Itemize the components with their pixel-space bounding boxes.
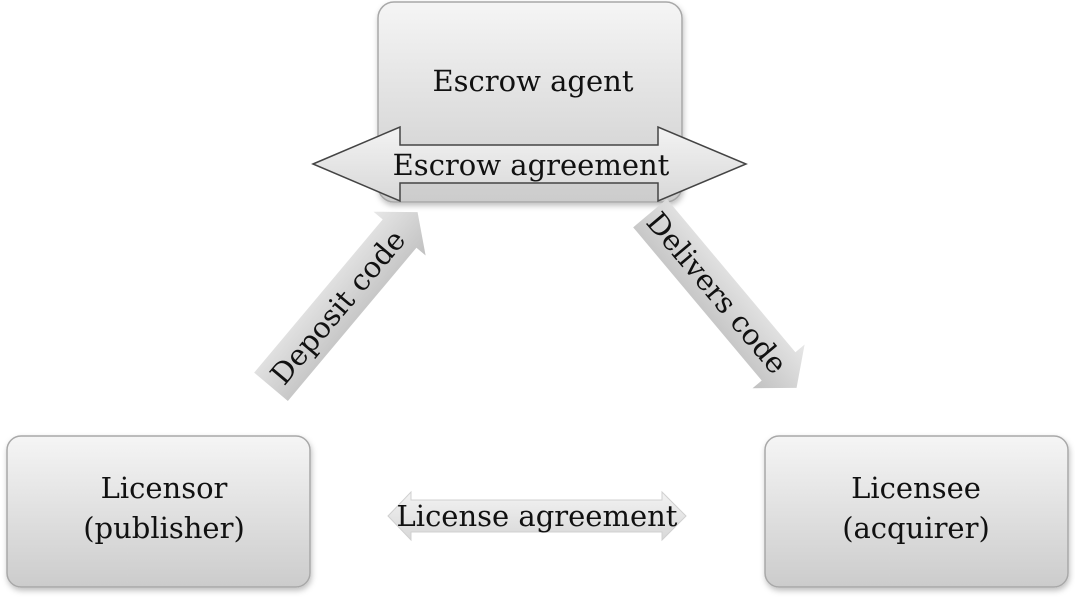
licensee-label: Licensee <box>851 471 981 505</box>
delivers-code-label: Delivers code <box>640 205 795 380</box>
licensor-label: Licensor <box>101 471 228 505</box>
escrow-agreement-label: Escrow agreement <box>393 148 670 182</box>
escrow-agreement-arrow: Escrow agreement <box>311 125 748 203</box>
deposit-code-label: Deposit code <box>263 223 412 391</box>
licensor-box: Licensor (publisher) <box>6 435 311 588</box>
license-agreement-label: License agreement <box>397 499 678 533</box>
licensee-sublabel: (acquirer) <box>842 511 990 545</box>
delivers-code-arrow: Delivers code <box>633 199 805 389</box>
escrow-agent-label: Escrow agent <box>432 64 633 98</box>
licensee-box: Licensee (acquirer) <box>764 435 1069 588</box>
license-agreement-arrow: License agreement <box>387 490 687 542</box>
deposit-code-arrow: Deposit code <box>254 211 426 401</box>
licensor-sublabel: (publisher) <box>83 511 245 545</box>
